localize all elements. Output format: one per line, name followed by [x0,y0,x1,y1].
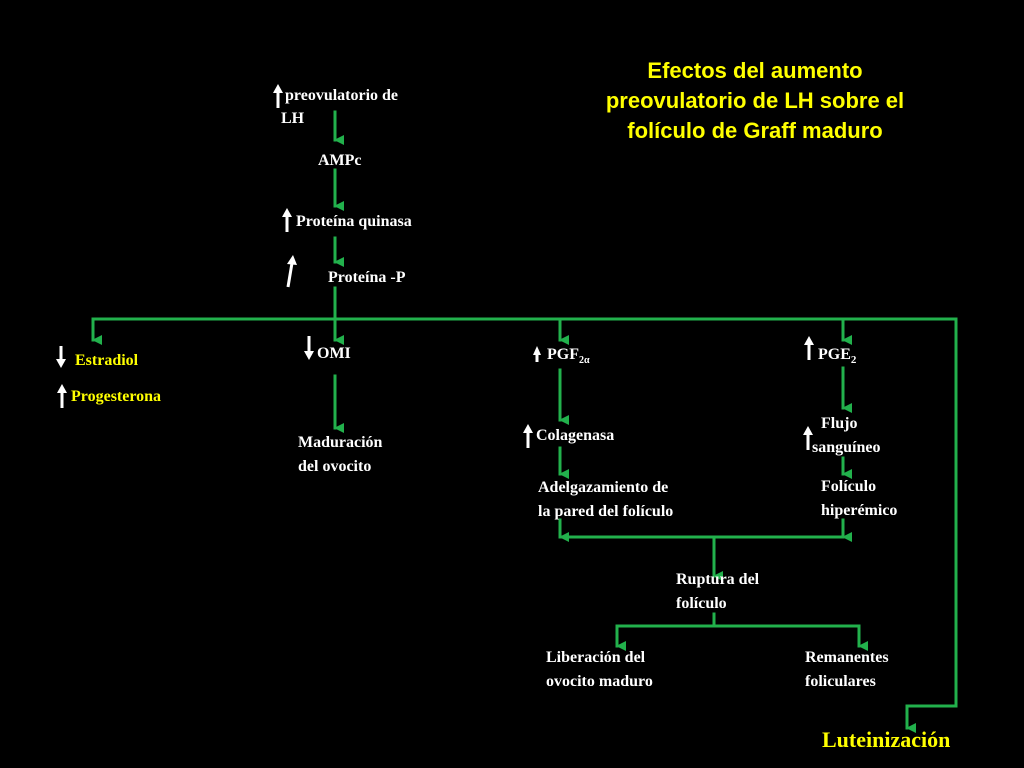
pge-subscript: 2 [850,354,857,367]
down-arrow-icon [56,346,66,368]
title-line-2: preovulatorio de LH sobre el [605,88,905,113]
label-pgf: PGF2α [547,343,590,373]
label-omi: OMI [317,345,351,362]
label-progesterona: Progesterona [71,388,162,405]
slide-title: Efectos del aumento preovulatorio de LH … [560,56,950,146]
label-ruptura-line1: Ruptura del [676,571,760,588]
label-proteina-quinasa: Proteína quinasa [296,213,412,230]
label-flujo-line1: Flujo [821,415,858,432]
label-foliculo-line1: Folículo [821,478,877,495]
label-liberacion-line1: Liberación del [546,649,646,666]
up-arrow-icon [286,255,297,288]
label-maduracion-line2: del ovocito [298,458,372,475]
title-line-3: folículo de Graff maduro [627,118,883,143]
label-luteinizacion: Luteinización [822,727,951,752]
label-adelgazamiento-line2: la pared del folículo [538,503,674,520]
label-pge: PGE2 [818,343,856,372]
up-arrow-icon [523,424,533,448]
pgf-main: PGF [547,346,579,363]
up-arrow-icon [804,336,814,360]
label-lh-line1: preovulatorio de [285,87,399,104]
pge-main: PGE [818,346,851,363]
up-arrow-icon [57,384,67,408]
indicator-arrows [56,84,814,450]
label-remanentes-line2: foliculares [805,673,876,690]
label-ruptura-line2: folículo [676,595,727,612]
pgf-subscript: 2α [579,355,590,367]
up-arrow-icon [273,84,283,108]
label-ampc: AMPc [318,152,362,169]
label-flujo-line2: sanguíneo [812,439,881,456]
label-liberacion-line2: ovocito maduro [546,673,653,690]
label-colagenasa: Colagenasa [536,427,615,444]
up-arrow-icon [533,346,541,362]
label-lh-line2: LH [281,110,305,127]
label-estradiol: Estradiol [75,352,139,369]
connector-main-bus [91,317,958,708]
connectors [91,110,958,733]
label-maduracion-line1: Maduración [298,434,383,451]
label-proteina-p: Proteína -P [328,269,406,286]
label-remanentes-line1: Remanentes [805,649,889,666]
up-arrow-icon [282,208,292,232]
up-arrow-icon [803,426,813,450]
title-line-1: Efectos del aumento [647,58,863,83]
down-arrow-icon [304,336,314,360]
label-foliculo-line2: hiperémico [821,502,898,519]
label-adelgazamiento-line1: Adelgazamiento de [538,479,669,496]
